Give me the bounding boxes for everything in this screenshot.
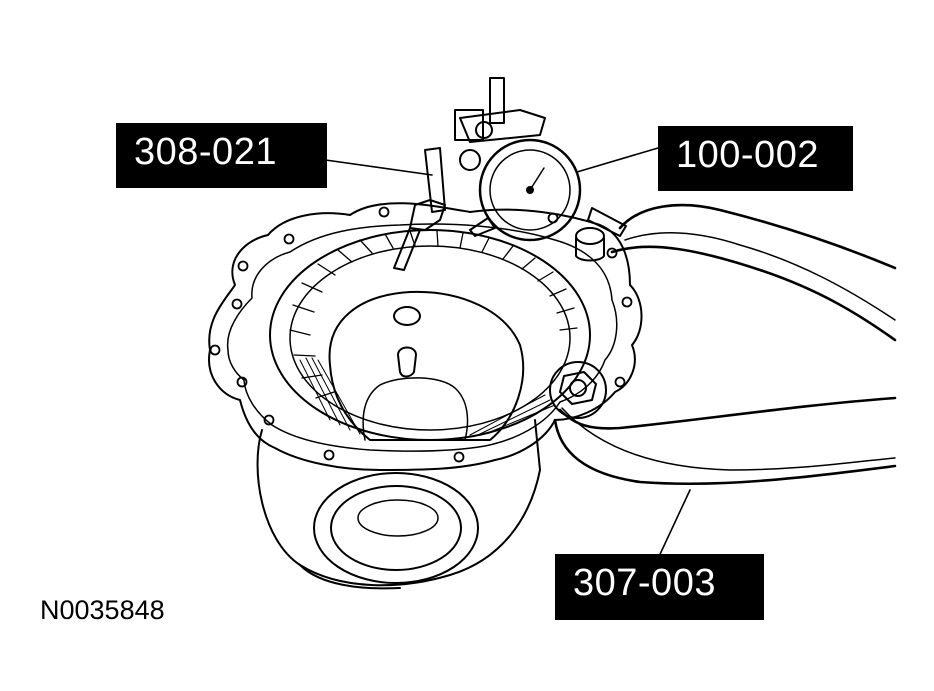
pinion-shaft-end [397, 346, 417, 378]
axle-tube-outer [313, 472, 479, 584]
dial-gauge [469, 138, 582, 242]
ring-gear [269, 229, 591, 441]
housing-body [256, 419, 541, 587]
differential-case [328, 290, 525, 441]
holding-fixture [553, 203, 897, 486]
adapter-post [575, 207, 627, 262]
housing-flange [208, 202, 643, 471]
fixture-bolt [549, 361, 607, 419]
case-bolt [393, 306, 421, 326]
gear-hatching [299, 357, 556, 436]
callout-308-021: 308-021 [116, 123, 327, 188]
figure-id: N0035848 [40, 595, 165, 625]
callout-100-002: 100-002 [658, 126, 853, 191]
indicator-stand [393, 77, 546, 271]
callout-307-003: 307-003 [555, 554, 764, 620]
axle-tube-inner [330, 485, 462, 571]
